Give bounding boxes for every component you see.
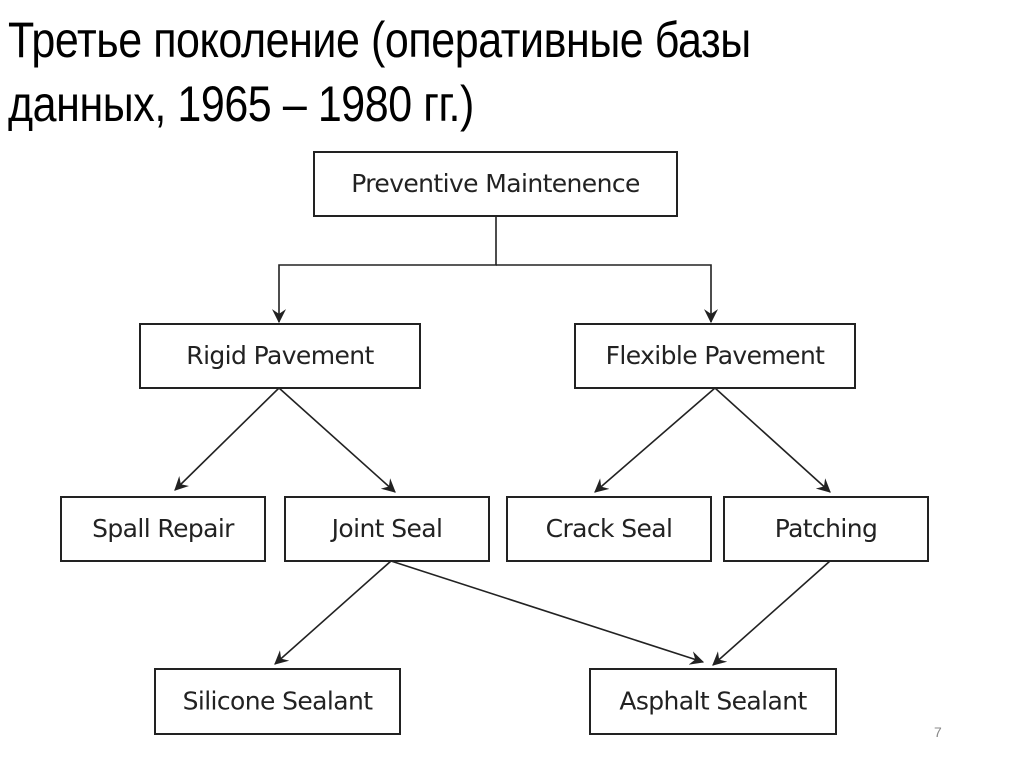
node-rigid: Rigid Pavement [139, 323, 421, 389]
node-patching: Patching [723, 496, 929, 562]
node-box [506, 496, 712, 562]
node-label: Preventive Maintenence [351, 169, 640, 198]
edge-flexible-to-patching [714, 387, 831, 493]
node-label: Joint Seal [330, 514, 443, 543]
slide-title: Третье поколение (оперативные базы данны… [8, 8, 751, 136]
node-label: Spall Repair [92, 514, 235, 543]
node-box [313, 151, 678, 217]
edge-joint-to-asphalt [390, 560, 705, 665]
node-box [589, 668, 837, 735]
node-asphalt: Asphalt Sealant [589, 668, 837, 735]
node-label: Crack Seal [546, 514, 673, 543]
node-label: Patching [775, 514, 878, 543]
node-label: Silicone Sealant [183, 687, 374, 716]
page-number: 7 [934, 724, 942, 740]
edge-joint-to-silicone [274, 560, 392, 665]
node-silicone: Silicone Sealant [154, 668, 401, 735]
slide-title-line-2: данных, 1965 – 1980 гг.) [8, 76, 474, 132]
node-crack: Crack Seal [506, 496, 712, 562]
node-box [723, 496, 929, 562]
edge-flexible-to-crack [594, 387, 716, 493]
edge-rigid-to-joint [278, 387, 396, 493]
node-spall: Spall Repair [60, 496, 266, 562]
node-box [574, 323, 856, 389]
node-label: Flexible Pavement [606, 341, 826, 370]
edge-preventive-to-flexible [496, 264, 718, 324]
node-box [139, 323, 421, 389]
node-box [284, 496, 490, 562]
node-box [60, 496, 266, 562]
edge-rigid-to-spall [174, 387, 280, 491]
node-label: Asphalt Sealant [619, 687, 807, 716]
edge-patching-to-asphalt [712, 560, 831, 666]
node-box [154, 668, 401, 735]
node-joint: Joint Seal [284, 496, 490, 562]
node-label: Rigid Pavement [186, 341, 374, 370]
node-flexible: Flexible Pavement [574, 323, 856, 389]
edge-preventive-to-rigid [272, 216, 497, 324]
node-preventive: Preventive Maintenence [313, 151, 678, 217]
slide-title-line-1: Третье поколение (оперативные базы [8, 12, 751, 68]
